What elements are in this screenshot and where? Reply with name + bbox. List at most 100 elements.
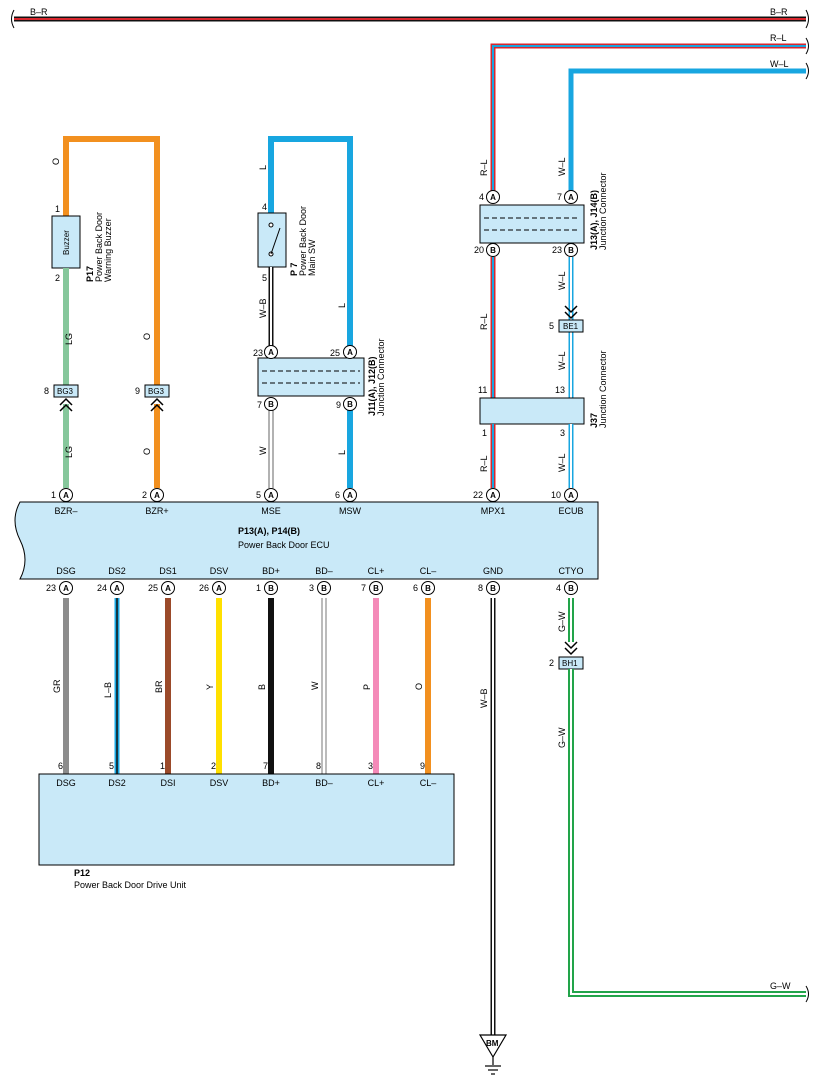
wire-code-top-br-right: B–R (770, 7, 788, 17)
component-name-j13: Junction Connector (598, 172, 608, 250)
component-name-p7-2: Main SW (307, 239, 317, 276)
pin-j37-3: 3 (560, 428, 565, 438)
pin-circle-j11-23 (264, 345, 278, 359)
wire-break-right-gw (805, 985, 809, 1003)
drive-unit-pin-num-5: 8 (316, 761, 321, 771)
wire-code-mpx-low: R–L (479, 455, 489, 472)
wire-code-dsg: GR (52, 679, 62, 693)
wire-o-buzzer-loop (63, 136, 160, 385)
ecu-bottom-pin-circle-4 (264, 581, 278, 595)
wire-code-top-rl: R–L (770, 33, 787, 43)
ecu-bottom-pin-name-7: CL– (420, 566, 437, 576)
ecu-bottom-pin-name-5: BD– (315, 566, 333, 576)
pin-j37-13: 13 (555, 385, 565, 395)
wire-break-right-rl (805, 37, 809, 55)
connector-bg3-a-label: BG3 (57, 387, 74, 396)
ecu-bottom-pin-num-1: 24 (97, 583, 107, 593)
ground-triangle-icon (478, 1034, 508, 1059)
ecu-top-pin-num-2: 5 (256, 490, 261, 500)
wire-code-ctyo-low: G–W (557, 727, 567, 748)
ecu-bottom-pin-circle-4-letter: B (268, 584, 274, 593)
ecu-top-pin-name-0: BZR– (54, 506, 77, 516)
wire-code-msw-mid: L (337, 303, 347, 308)
wire-code-clp: P (362, 684, 372, 690)
pin-j13-7: 7 (557, 192, 562, 202)
ecu-bottom-pin-circle-8 (486, 581, 500, 595)
connector-bg3-b-chevron-icon (150, 397, 164, 412)
ecu-bottom-pin-circle-7 (421, 581, 435, 595)
ecu-top-pin-circle-1-letter: A (154, 491, 160, 500)
ecu-bottom-pin-circle-6-letter: B (373, 584, 379, 593)
wire-l-main-sw-loop (268, 136, 353, 346)
ecu-bottom-pins: DSGA23DS2A24DS1A25DSVA26BD+B1BD–B3CL+B7C… (46, 566, 584, 595)
ecu-bottom-pin-name-4: BD+ (262, 566, 280, 576)
ecu-top-pin-num-1: 2 (142, 490, 147, 500)
component-code-p17: P17 (85, 266, 95, 282)
component-name-ecu: Power Back Door ECU (238, 540, 330, 550)
ecu-bottom-pin-name-9: CTYO (558, 566, 583, 576)
ecu-top-pin-circle-1 (150, 488, 164, 502)
wire-break-right-top (805, 9, 809, 29)
buzzer-box-label: Buzzer (62, 230, 71, 255)
pin-circle-j13-4 (486, 190, 500, 204)
pin-circle-j13-23 (564, 243, 578, 257)
drive-unit-pin-num-4: 7 (263, 761, 268, 771)
pin-circle-j11-9 (343, 397, 357, 411)
connector-be1-chevron-icon (564, 305, 578, 320)
junction-j13 (479, 204, 585, 244)
ecu-bottom-pin-circle-2-letter: A (165, 584, 171, 593)
wire-code-p7-top: L (258, 165, 268, 170)
ecu-bottom-pin-circle-6 (369, 581, 383, 595)
pin-j11-9: 9 (336, 400, 341, 410)
ecu-bottom-pin-name-1: DS2 (108, 566, 126, 576)
ecu-top-pin-circle-0-letter: A (63, 491, 69, 500)
drive-unit-pin-name-2: DSI (160, 778, 175, 788)
ecu-top-pin-name-3: MSW (339, 506, 362, 516)
pin-p7-5: 5 (262, 273, 267, 283)
connector-bg3-b (144, 384, 170, 398)
wire-break-left-top (11, 9, 15, 29)
ecu-bottom-pin-name-8: GND (483, 566, 504, 576)
component-name-j11: Junction Connector (376, 338, 386, 416)
component-code-p12: P12 (74, 868, 90, 878)
ecu-top-pin-circle-4-letter: A (490, 491, 496, 500)
ecu-top-pin-circle-5 (564, 488, 578, 502)
pin-j11-23: 23 (253, 348, 263, 358)
pin-circle-j11-7-letter: B (268, 400, 274, 409)
wire-w-l-stripe (570, 70, 806, 196)
drive-unit-pin-name-4: BD+ (262, 778, 280, 788)
connector-bg3-a-pin: 8 (44, 386, 49, 396)
pin-circle-j11-7 (264, 397, 278, 411)
ecu-bottom-pin-circle-1 (110, 581, 124, 595)
connector-bh1-label: BH1 (562, 659, 578, 668)
pin-j13-20: 20 (474, 245, 484, 255)
pin-circle-j13-7 (564, 190, 578, 204)
component-name-p17-1: Power Back Door (94, 212, 104, 282)
drive-unit-pin-name-5: BD– (315, 778, 333, 788)
pin-j37-11: 11 (478, 385, 487, 395)
ecu-bottom-pin-num-5: 3 (309, 583, 314, 593)
wire-code-bzrp-mid: O (142, 448, 152, 455)
connector-bg3-a-chevron-icon (59, 397, 73, 412)
ecu-bottom-pin-circle-9 (564, 581, 578, 595)
ecu-bottom-pin-circle-0-letter: A (63, 584, 69, 593)
ecu-bottom-pin-num-7: 6 (413, 583, 418, 593)
wire-code-ecub-top: W–L (557, 157, 567, 176)
ecu-bottom-pin-circle-2 (161, 581, 175, 595)
drive-unit-pin-name-7: CL– (420, 778, 437, 788)
wire-break-right-wl (805, 62, 809, 80)
wire-code-clm: O (414, 683, 424, 690)
pin-circle-j11-23-letter: A (268, 348, 274, 357)
wire-code-ecub-mid: W–L (557, 271, 567, 290)
ecu-top-pin-circle-0 (59, 488, 73, 502)
wire-code-bdp: B (257, 684, 267, 690)
ecu-bottom-pin-name-3: DSV (210, 566, 229, 576)
ecu-top-pin-num-5: 10 (551, 490, 561, 500)
wire-code-p17-bot: LG (64, 333, 74, 345)
wire-code-top-br-left: B–R (30, 7, 48, 17)
wire-code-bzrp-top: O (142, 333, 152, 340)
connector-be1 (558, 319, 584, 333)
ecu-bottom-pin-circle-0 (59, 581, 73, 595)
component-code-p7: P 7 (289, 263, 299, 276)
